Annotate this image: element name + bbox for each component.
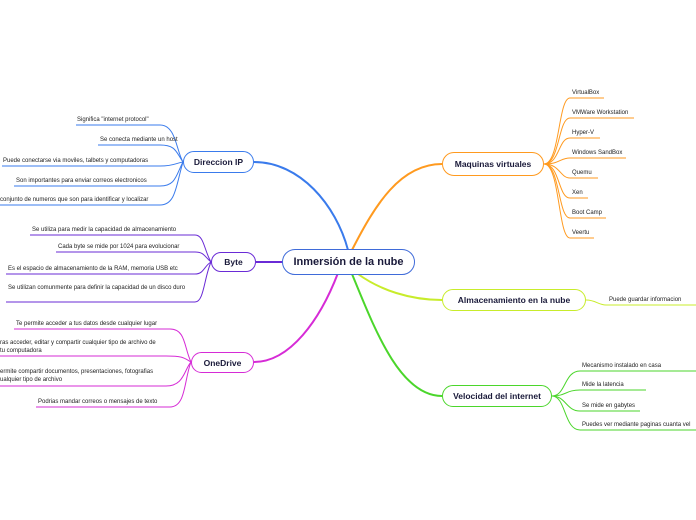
leaf-direccion-ip-4[interactable]: Son importantes para enviar correos elec… <box>16 178 147 184</box>
topic-maquinas-virtuales[interactable]: Maquinas virtuales <box>442 152 544 176</box>
almacenamiento-leaf-lines <box>585 299 696 306</box>
leaf-direccion-ip-3[interactable]: Puede conectarse via moviles, talbets y … <box>3 158 149 164</box>
connector-onedrive <box>253 272 339 363</box>
leaf-maquinas-6[interactable]: Xen <box>572 190 583 196</box>
leaf-onedrive-2[interactable]: ras acceder, editar y compartir cualquie… <box>0 340 156 354</box>
leaf-direccion-ip-5[interactable]: conjunto de numeros que son para identif… <box>0 197 149 203</box>
direccion-ip-leaf-lines <box>0 124 184 206</box>
leaf-velocidad-4[interactable]: Puedes ver mediante paginas cuanta vel <box>582 422 691 428</box>
connector-almacenamiento <box>357 273 443 301</box>
leaf-onedrive-4[interactable]: Podrias mandar correos o mensajes de tex… <box>38 399 158 405</box>
topic-onedrive[interactable]: OneDrive <box>191 352 254 373</box>
leaf-direccion-ip-2[interactable]: Se conecta mediante un host <box>100 137 178 143</box>
byte-leaf-lines <box>6 234 212 303</box>
topic-velocidad-internet[interactable]: Velocidad del internet <box>442 385 552 407</box>
leaf-velocidad-1[interactable]: Mecanismo instalado en casa <box>582 363 662 369</box>
connector-velocidad <box>351 273 443 397</box>
leaf-maquinas-5[interactable]: Quemu <box>572 170 592 176</box>
leaf-velocidad-3[interactable]: Se mide en gabytes <box>582 403 636 409</box>
leaf-direccion-ip-1[interactable]: Significa "internet protocol" <box>77 117 149 123</box>
maquinas-leaf-lines <box>543 97 634 239</box>
topic-byte[interactable]: Byte <box>211 252 256 272</box>
topic-almacenamiento-nube[interactable]: Almacenamiento en la nube <box>442 289 586 311</box>
leaf-almacenamiento-1[interactable]: Puede guardar informacion <box>609 297 682 303</box>
velocidad-leaf-lines <box>551 370 696 431</box>
leaf-maquinas-3[interactable]: Hyper-V <box>572 130 595 136</box>
topic-direccion-ip[interactable]: Direccion IP <box>183 151 254 173</box>
onedrive-leaf-lines <box>0 328 192 408</box>
leaf-maquinas-4[interactable]: Windows SandBox <box>572 150 623 156</box>
leaf-maquinas-1[interactable]: VirtualBox <box>572 90 600 96</box>
leaf-byte-3[interactable]: Es el espacio de almacenamiento de la RA… <box>8 266 178 272</box>
leaf-byte-2[interactable]: Cada byte se mide por 1024 para evolucio… <box>58 244 180 250</box>
connector-maquinas <box>351 163 443 251</box>
leaf-maquinas-7[interactable]: Boot Camp <box>572 210 603 216</box>
leaf-velocidad-2[interactable]: Mide la latencia <box>582 382 624 388</box>
connector-direccion-ip <box>253 161 349 251</box>
leaf-onedrive-3[interactable]: ermite compartir documentos, presentacio… <box>0 369 154 383</box>
central-topic[interactable]: Inmersión de la nube <box>282 249 415 275</box>
leaf-maquinas-8[interactable]: Veertu <box>572 230 590 236</box>
leaf-maquinas-2[interactable]: VMWare Workstation <box>572 110 629 116</box>
leaf-byte-4[interactable]: Se utilizan comunmente para definir la c… <box>8 285 186 291</box>
leaf-byte-1[interactable]: Se utiliza para medir la capacidad de al… <box>32 227 177 233</box>
leaf-onedrive-1[interactable]: Te permite acceder a tus datos desde cua… <box>16 321 158 327</box>
